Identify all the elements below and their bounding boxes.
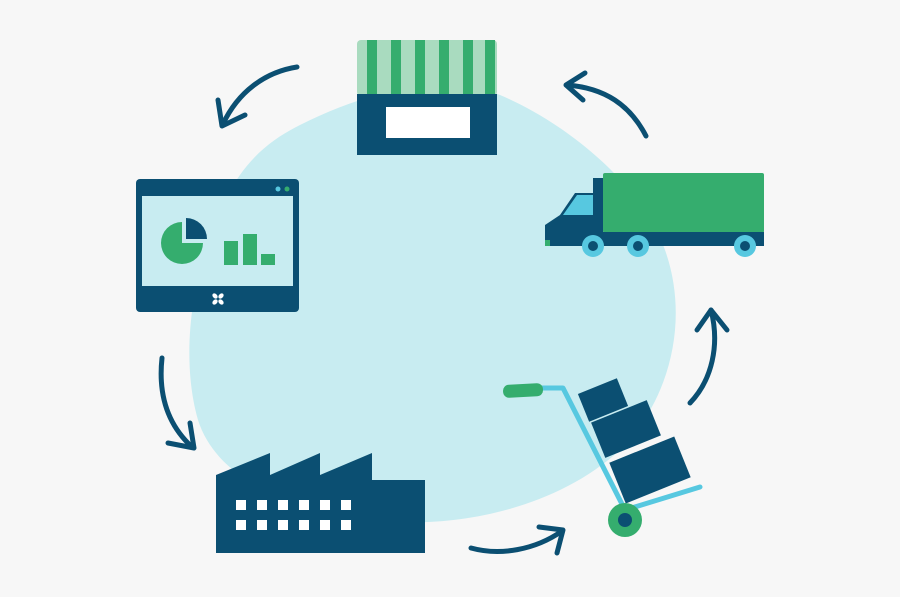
dashboard-monitor-icon <box>136 179 299 312</box>
background-blob <box>189 84 676 523</box>
truck-icon <box>545 173 764 257</box>
logo-icon <box>212 293 224 305</box>
cycle-arrow-icon <box>468 524 566 556</box>
cycle-arrow-icon <box>687 307 730 406</box>
pie-chart-icon <box>161 222 203 264</box>
factory-icon <box>216 453 425 553</box>
cycle-arrow-icon <box>563 70 649 139</box>
bar-chart-icon <box>224 234 275 265</box>
cycle-arrow-icon <box>215 64 300 129</box>
hand-truck-icon <box>503 378 703 537</box>
truck-wheels <box>582 235 756 257</box>
cycle-arrow-icon <box>158 355 197 451</box>
store-icon <box>357 40 497 155</box>
